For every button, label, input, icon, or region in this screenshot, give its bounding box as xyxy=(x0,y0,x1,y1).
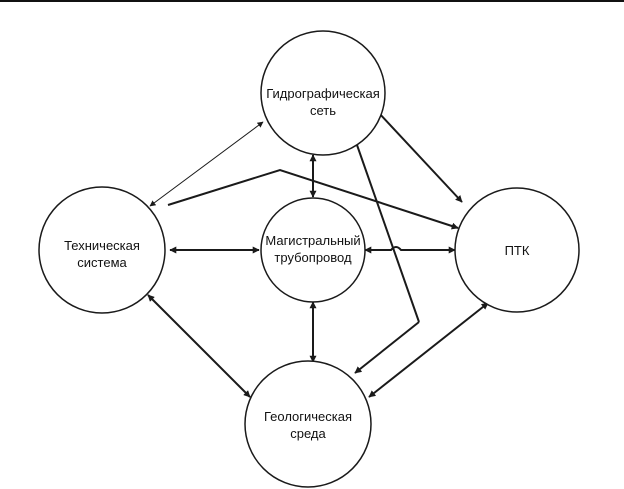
node-hydro-label-2: сеть xyxy=(310,103,336,118)
node-pipeline-label-1: Магистральный xyxy=(265,233,360,248)
node-ptk-label: ПТК xyxy=(505,243,530,258)
node-ptk: ПТК xyxy=(454,187,580,313)
node-hydro: Гидрографическая сеть xyxy=(260,30,386,156)
edge-hydro-geo xyxy=(356,144,420,323)
node-geo: Геологическая среда xyxy=(244,360,372,488)
node-geo-label-2: среда xyxy=(290,426,326,441)
edge-hydro-ptk xyxy=(377,111,463,203)
node-hydro-label-1: Гидрографическая xyxy=(266,86,380,101)
node-tech-label-2: система xyxy=(77,255,127,270)
node-geo-label-1: Геологическая xyxy=(264,409,352,424)
edge-tech-ptk xyxy=(167,168,459,230)
node-pipeline: Магистральный трубопровод xyxy=(260,197,366,303)
edge-ptk-geo xyxy=(368,302,489,398)
top-border xyxy=(0,0,624,2)
edge-tech-geo xyxy=(147,294,251,398)
node-tech: Техническая система xyxy=(38,186,166,314)
edge-pipeline-ptk xyxy=(364,246,456,254)
node-pipeline-label-2: трубопровод xyxy=(274,250,352,265)
node-tech-label-1: Техническая xyxy=(64,238,140,253)
edge-hydro-tech xyxy=(149,121,264,207)
